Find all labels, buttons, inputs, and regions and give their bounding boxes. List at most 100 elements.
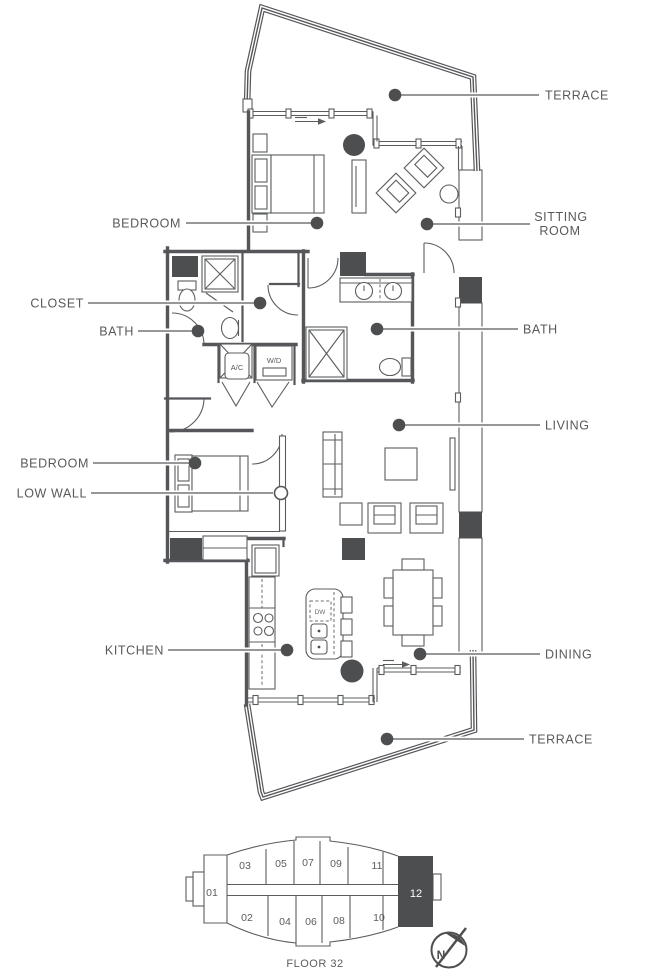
label-bedroom-top: BEDROOM bbox=[112, 217, 181, 231]
coffee-table bbox=[384, 447, 418, 481]
ac-label: A/C bbox=[231, 363, 244, 372]
plant bbox=[342, 538, 365, 560]
leader-dot-bedroom-lower bbox=[188, 456, 202, 470]
key-plan: 01 03 05 07 09 11 02 04 06 08 10 12 FLOO… bbox=[185, 836, 442, 970]
toilet-tank bbox=[401, 357, 412, 377]
label-dining: DINING bbox=[545, 648, 592, 662]
ac-unit bbox=[224, 352, 250, 380]
hatched-column-wall bbox=[454, 169, 483, 653]
keyplan-unit-08: 08 bbox=[333, 915, 345, 927]
utility-closet: A/C W/D bbox=[219, 343, 293, 381]
room-labels: TERRACE BEDROOM SITTING ROOM CLOSET BATH… bbox=[17, 89, 609, 747]
living-dining-window-wall bbox=[247, 659, 461, 706]
label-bath-left: BATH bbox=[99, 325, 134, 339]
north-compass: N bbox=[430, 927, 468, 969]
keyplan-unit-09: 09 bbox=[330, 858, 342, 870]
label-closet: CLOSET bbox=[30, 297, 84, 311]
chair bbox=[401, 634, 425, 647]
bedroom-top-furniture bbox=[251, 133, 367, 233]
dw-label: DW bbox=[315, 609, 327, 616]
leader-dot-bedroom-top bbox=[310, 216, 324, 230]
keyplan-unit-05: 05 bbox=[275, 858, 287, 870]
media-console bbox=[351, 159, 367, 214]
sliding-door-arrow bbox=[383, 659, 410, 668]
label-low-wall: LOW WALL bbox=[17, 487, 87, 501]
label-living: LIVING bbox=[545, 419, 590, 433]
dining-table bbox=[392, 569, 434, 636]
island: DW bbox=[305, 588, 353, 660]
side-table bbox=[339, 502, 363, 526]
label-terrace-bottom: TERRACE bbox=[529, 733, 593, 747]
bed bbox=[191, 455, 249, 512]
keyplan-unit-04: 04 bbox=[279, 916, 291, 928]
stool bbox=[340, 618, 353, 636]
wd-label: W/D bbox=[267, 356, 282, 365]
wall-dark-block bbox=[172, 256, 198, 277]
keyplan-unit-07: 07 bbox=[302, 857, 314, 869]
fridge bbox=[251, 544, 280, 577]
stool bbox=[340, 596, 353, 614]
label-terrace-top: TERRACE bbox=[545, 89, 609, 103]
plant bbox=[343, 134, 365, 156]
leader-lines bbox=[88, 88, 540, 746]
chair bbox=[432, 577, 443, 599]
wall-dark-block bbox=[459, 277, 482, 303]
leader-dot-kitchen bbox=[280, 643, 294, 657]
label-kitchen: KITCHEN bbox=[105, 644, 164, 658]
tv-console bbox=[449, 437, 456, 491]
bed bbox=[270, 154, 325, 214]
kitchen-fixtures: DW bbox=[248, 544, 364, 690]
bedroom-window-wall bbox=[247, 108, 373, 125]
leader-dot-dining bbox=[413, 647, 427, 661]
bedroom-lower-furniture bbox=[174, 435, 287, 561]
leader-dot-living bbox=[392, 418, 406, 432]
floor-label: FLOOR 32 bbox=[286, 958, 343, 970]
wall-dark-block bbox=[459, 512, 482, 538]
toilet bbox=[378, 357, 402, 377]
keyplan-unit-10: 10 bbox=[373, 912, 385, 924]
dining-furniture bbox=[383, 558, 443, 647]
closet-dark-block bbox=[170, 538, 202, 560]
compass-needle bbox=[446, 933, 465, 946]
keyplan-unit-12: 12 bbox=[410, 888, 422, 900]
side-table bbox=[439, 184, 459, 204]
sliding-door-arrow bbox=[295, 116, 326, 125]
cooktop bbox=[252, 612, 275, 637]
chair bbox=[383, 605, 394, 627]
nightstand bbox=[252, 133, 268, 153]
leader-dot-bath-right bbox=[370, 322, 384, 336]
leader-dot-closet bbox=[253, 296, 267, 310]
leader-dot-terrace-bottom bbox=[380, 732, 394, 746]
keyplan-unit-02: 02 bbox=[241, 912, 253, 924]
low-wall bbox=[278, 435, 287, 532]
leader-circle-low-wall bbox=[273, 485, 289, 501]
sink bbox=[220, 316, 240, 340]
leader-dot-bath-left bbox=[191, 324, 205, 338]
bath-left-fixtures bbox=[177, 255, 240, 340]
label-sitting-line1: SITTING bbox=[534, 210, 588, 224]
plant bbox=[340, 659, 364, 683]
label-bath-right: BATH bbox=[523, 323, 558, 337]
terrace-railing-bottom bbox=[243, 649, 478, 802]
toilet bbox=[178, 288, 196, 312]
terrace-railing-top bbox=[242, 3, 481, 172]
armchair bbox=[367, 502, 402, 534]
keyplan-unit-03: 03 bbox=[239, 860, 251, 872]
label-bedroom-lower: BEDROOM bbox=[20, 457, 89, 471]
bath-right-fixtures bbox=[305, 277, 413, 381]
chair bbox=[432, 605, 443, 627]
leader-dot-sitting-room bbox=[420, 217, 434, 231]
armchair bbox=[409, 502, 444, 534]
keyplan-unit-12-highlight bbox=[398, 856, 433, 927]
keyplan-unit-11: 11 bbox=[372, 860, 383, 872]
chair bbox=[401, 558, 425, 571]
north-label: N bbox=[437, 948, 446, 962]
leader-dot-terrace-top bbox=[388, 88, 402, 102]
living-furniture bbox=[322, 431, 456, 560]
chair bbox=[383, 577, 394, 599]
sitting-window-wall bbox=[372, 111, 463, 170]
keyplan-unit-06: 06 bbox=[305, 916, 317, 928]
label-sitting-line2: ROOM bbox=[539, 224, 580, 238]
